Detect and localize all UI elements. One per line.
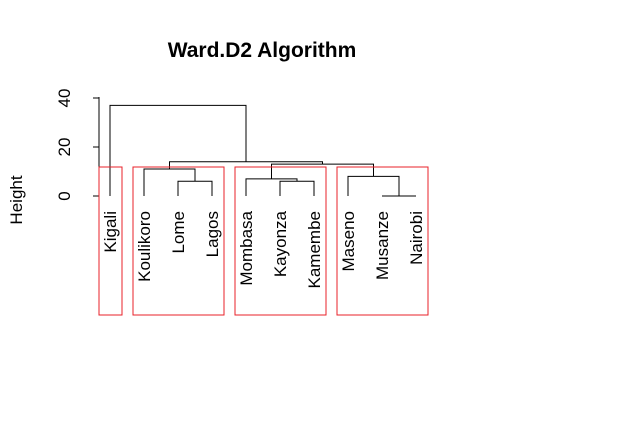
y-tick-label: 20 [55,138,74,157]
leaf-label: Lagos [203,211,222,257]
cluster-box [336,166,429,316]
leaf-label: Kamembe [305,211,324,288]
cluster-box [132,166,225,316]
leaf-label: Maseno [339,211,358,271]
y-axis-label: Height [7,175,26,224]
leaf-label: Mombasa [237,210,256,285]
chart-title: Ward.D2 Algorithm [168,39,357,62]
y-tick-label: 40 [55,89,74,108]
leaf-label: Koulikoro [135,211,154,282]
cluster-box [98,166,123,316]
cluster-box [234,166,327,316]
leaf-label: Nairobi [407,211,426,265]
dendrogram-link [347,175,400,196]
dendrogram-link [279,180,315,196]
leaf-label: Lome [169,211,188,254]
dendrogram-link [143,168,196,196]
dendrogram-link [109,104,247,196]
leaf-labels: Kigali Koulikoro Lome Lagos Mombasa Kayonza Ka… [101,210,426,288]
y-tick-label: 0 [55,191,74,200]
leaf-label: Kigali [101,211,120,253]
dendrogram-link [177,180,213,196]
cluster-boxes [98,166,429,316]
leaf-label: Musanze [373,211,392,280]
dendrogram-branches [109,104,416,197]
dendrogram-link [169,161,323,170]
y-axis-ticks: 0 20 40 [55,89,99,201]
leaf-label: Kayonza [271,210,290,277]
